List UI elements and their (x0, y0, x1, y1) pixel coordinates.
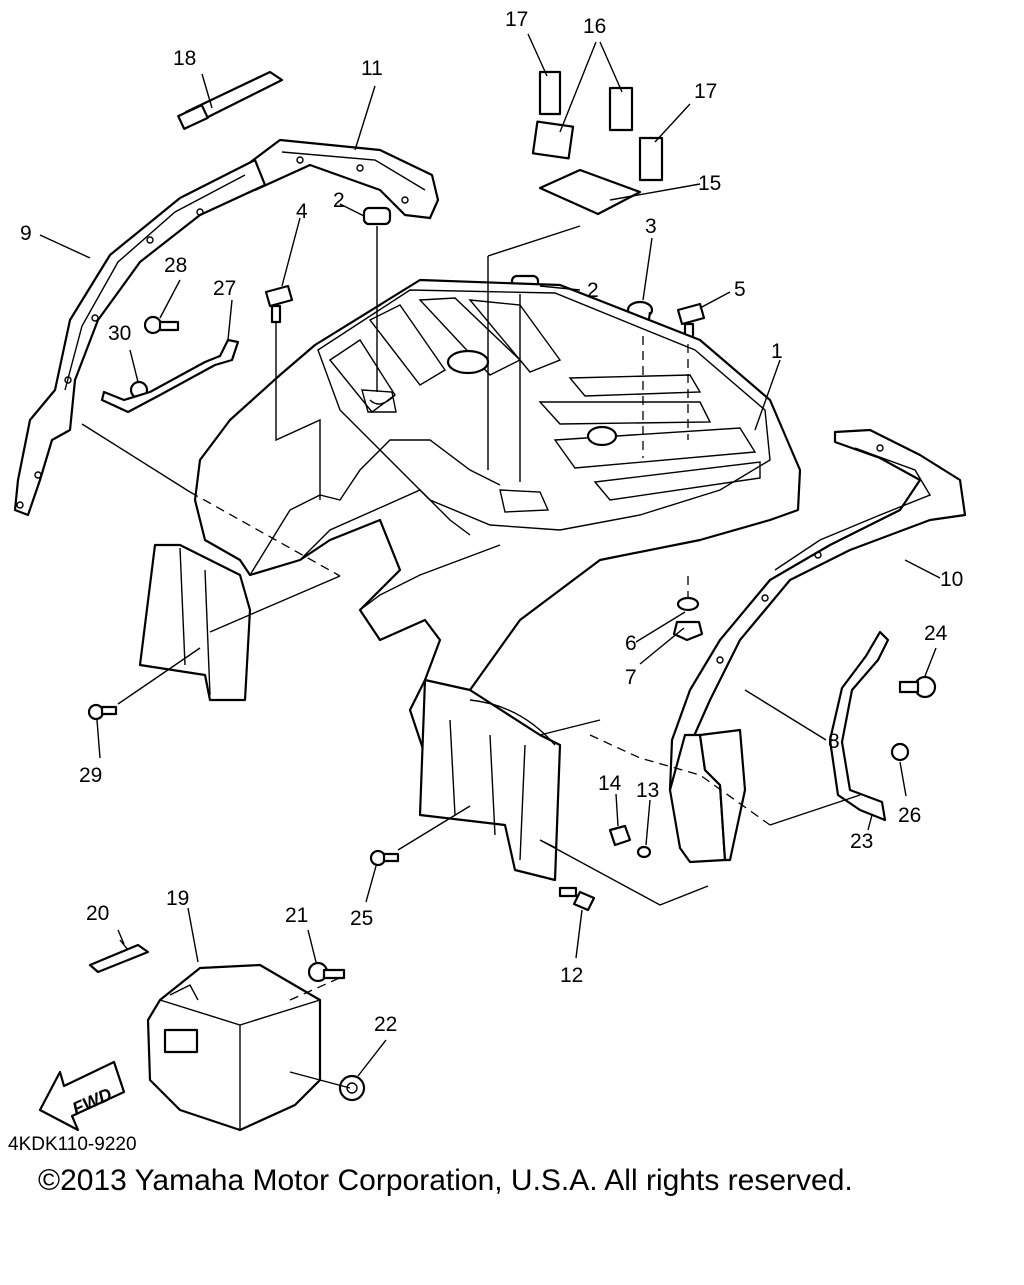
fwd-arrow-icon: FWD (38, 1060, 126, 1132)
part-11-left-guard-upper (238, 138, 440, 220)
part-23-bracket (828, 630, 890, 822)
callout-26: 26 (898, 804, 921, 827)
callout-17-right: 17 (694, 80, 717, 103)
part-28-bolt (143, 315, 180, 335)
part-27-bracket (100, 338, 240, 414)
callout-28: 28 (164, 254, 187, 277)
callout-7: 7 (625, 666, 637, 689)
part-9-left-guard (13, 158, 267, 517)
assembly-lines (81, 225, 861, 1089)
part-21-bolt (307, 961, 346, 983)
callout-labels: 18 11 17 16 17 15 2 2 3 4 5 9 28 27 30 1… (20, 8, 963, 1036)
leader-lines (39, 33, 941, 1077)
callout-2-top: 2 (333, 189, 345, 212)
part-13-washer (636, 845, 652, 859)
part-7-nut (672, 620, 704, 642)
callout-6: 6 (625, 632, 637, 655)
callout-19: 19 (166, 887, 189, 910)
callout-3: 3 (645, 215, 657, 238)
callout-24: 24 (924, 622, 948, 645)
callout-22: 22 (374, 1013, 397, 1036)
callout-4: 4 (296, 200, 308, 223)
part-12-screw (558, 886, 596, 912)
callout-11: 11 (361, 57, 383, 80)
callout-8: 8 (828, 730, 840, 753)
callout-1: 1 (771, 340, 783, 363)
part-22-nut (338, 1074, 366, 1102)
callout-12: 12 (560, 964, 583, 987)
part-2-grommet-a (362, 206, 392, 226)
part-18-strap (177, 70, 284, 130)
part-19-box (146, 963, 322, 1132)
part-1-rear-fender (138, 278, 802, 882)
part-14-nut (608, 824, 632, 847)
part-29-screw (87, 703, 118, 721)
part-20-clip (88, 939, 150, 974)
callout-25: 25 (350, 907, 373, 930)
callout-29: 29 (79, 764, 102, 787)
callout-18: 18 (173, 47, 196, 70)
callout-21: 21 (285, 904, 308, 927)
part-5-bolt (676, 302, 706, 344)
callout-13: 13 (636, 779, 659, 802)
part-16-17-pads (531, 70, 664, 182)
callout-30: 30 (108, 322, 131, 345)
callout-20: 20 (86, 902, 109, 925)
part-24-bolt (898, 675, 937, 699)
callout-14: 14 (598, 772, 622, 795)
callout-9: 9 (20, 222, 32, 245)
part-6-washer (676, 596, 700, 612)
part-4-bolt (264, 284, 294, 324)
part-8-right-lower-guard (668, 728, 747, 864)
callout-5: 5 (734, 278, 746, 301)
callout-15: 15 (698, 172, 721, 195)
callout-17-top: 17 (505, 8, 528, 31)
part-26-nut (890, 742, 910, 762)
callout-16: 16 (583, 15, 606, 38)
callout-10: 10 (940, 568, 963, 591)
callout-23: 23 (850, 830, 873, 853)
callout-27: 27 (213, 277, 236, 300)
diagram-code: 4KDK110-9220 (8, 1134, 137, 1155)
callout-2-right: 2 (587, 279, 599, 302)
copyright-notice: ©2013 Yamaha Motor Corporation, U.S.A. A… (38, 1164, 853, 1197)
part-15-sheet (538, 168, 642, 216)
part-25-screw (369, 849, 400, 867)
